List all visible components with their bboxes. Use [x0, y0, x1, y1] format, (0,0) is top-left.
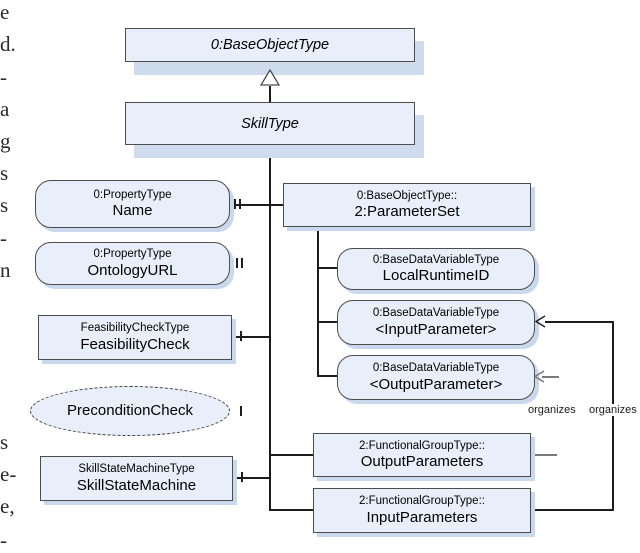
margin-text-fragment: a: [0, 97, 10, 121]
node-base-object-type: 0:BaseObjectType: [125, 28, 415, 62]
connector-output-parameters: [270, 454, 314, 456]
inheritance-line: [269, 86, 271, 104]
node-output-parameter: 0:BaseDataVariableType <OutputParameter>: [337, 355, 535, 400]
connector-input-parameter: [317, 321, 338, 323]
trunk-line: [269, 145, 271, 511]
arrowhead-output-parameter-icon: [533, 370, 546, 383]
node-precondition-check: PreconditionCheck: [30, 386, 230, 436]
margin-text-fragment: g: [0, 129, 11, 153]
node-skill-state-machine: SkillStateMachineType SkillStateMachine: [40, 456, 233, 501]
arrowhead-input-parameter-icon: [534, 315, 547, 328]
node-name-property: 0:PropertyType Name: [35, 180, 230, 228]
organizes-line-bottom: [531, 509, 614, 511]
margin-text-fragment: -: [0, 528, 7, 552]
node-label: SkillType: [241, 115, 299, 132]
node-type-label: 0:BaseDataVariableType: [372, 253, 500, 266]
node-feasibility-check: FeasibilityCheckType FeasibilityCheck: [38, 315, 232, 360]
margin-text-fragment: -: [0, 226, 7, 250]
node-type-label: 2:FunctionalGroupType::: [359, 439, 485, 452]
node-parameter-set: 0:BaseObjectType:: 2:ParameterSet: [283, 183, 531, 227]
connector-output-parameter: [317, 375, 338, 377]
organizes-gray-arrow-tail: [542, 376, 559, 378]
connector-skill-state-machine: [229, 477, 271, 479]
margin-text-fragment: -: [0, 65, 7, 89]
margin-text-fragment: e-: [0, 462, 17, 486]
node-label: OutputParameters: [360, 453, 484, 471]
hascomponent-tick: [240, 331, 242, 341]
margin-text-fragment: e,: [0, 494, 15, 518]
node-ontology-url: 0:PropertyType OntologyURL: [35, 242, 230, 285]
inheritance-triangle-icon: [260, 69, 280, 86]
node-local-runtime-id: 0:BaseDataVariableType LocalRuntimeID: [337, 248, 535, 290]
margin-text-fragment: s: [0, 161, 9, 185]
node-type-label: 0:BaseObjectType::: [356, 189, 458, 202]
hasproperty-tick: [236, 258, 238, 268]
node-type-label: SkillStateMachineType: [78, 463, 195, 476]
hasproperty-tick: [239, 199, 241, 209]
node-label: Name: [112, 202, 153, 220]
connector-local-runtime-id: [317, 267, 338, 269]
margin-text-fragment: e: [0, 0, 10, 24]
node-type-label: FeasibilityCheckType: [80, 322, 190, 335]
node-type-label: 0:PropertyType: [93, 248, 172, 261]
connector-input-parameters: [269, 509, 314, 511]
margin-text-fragment: s: [0, 430, 9, 454]
node-type-label: 0:BaseDataVariableType: [372, 362, 500, 375]
node-input-parameter: 0:BaseDataVariableType <InputParameter>: [337, 300, 535, 345]
organizes-label: organizes: [527, 404, 577, 416]
margin-text-fragment: n: [0, 258, 11, 282]
node-label: InputParameters: [366, 508, 478, 526]
organizes-line-top: [545, 321, 613, 323]
organizes-gray-stub: [531, 454, 557, 456]
node-type-label: 2:FunctionalGroupType::: [359, 495, 485, 508]
node-label: 2:ParameterSet: [354, 203, 460, 221]
connector-feasibility-check: [228, 336, 271, 338]
organizes-label: organizes: [588, 404, 638, 416]
node-label: OntologyURL: [87, 261, 178, 279]
node-label: FeasibilityCheck: [80, 335, 190, 353]
hasproperty-tick: [234, 199, 236, 209]
node-label: 0:BaseObjectType: [210, 37, 330, 53]
organizes-line-vertical: [612, 321, 614, 511]
connector-name: [225, 204, 285, 206]
margin-text-fragment: d.: [0, 32, 16, 56]
margin-text-fragment: s: [0, 193, 9, 217]
parameterset-trunk-line: [317, 227, 319, 376]
node-label: <InputParameter>: [375, 320, 497, 338]
hasproperty-tick: [241, 258, 243, 268]
node-input-parameters: 2:FunctionalGroupType:: InputParameters: [313, 488, 531, 533]
node-output-parameters: 2:FunctionalGroupType:: OutputParameters: [313, 433, 531, 477]
hascomponent-tick: [240, 406, 242, 416]
node-label: PreconditionCheck: [67, 402, 193, 419]
node-label: SkillStateMachine: [76, 476, 197, 494]
node-label: <OutputParameter>: [369, 375, 503, 393]
node-type-label: 0:PropertyType: [93, 188, 172, 201]
hascomponent-tick: [241, 472, 243, 482]
node-type-label: 0:BaseDataVariableType: [372, 307, 500, 320]
node-label: LocalRuntimeID: [382, 267, 490, 285]
node-skill-type: SkillType: [125, 102, 415, 145]
